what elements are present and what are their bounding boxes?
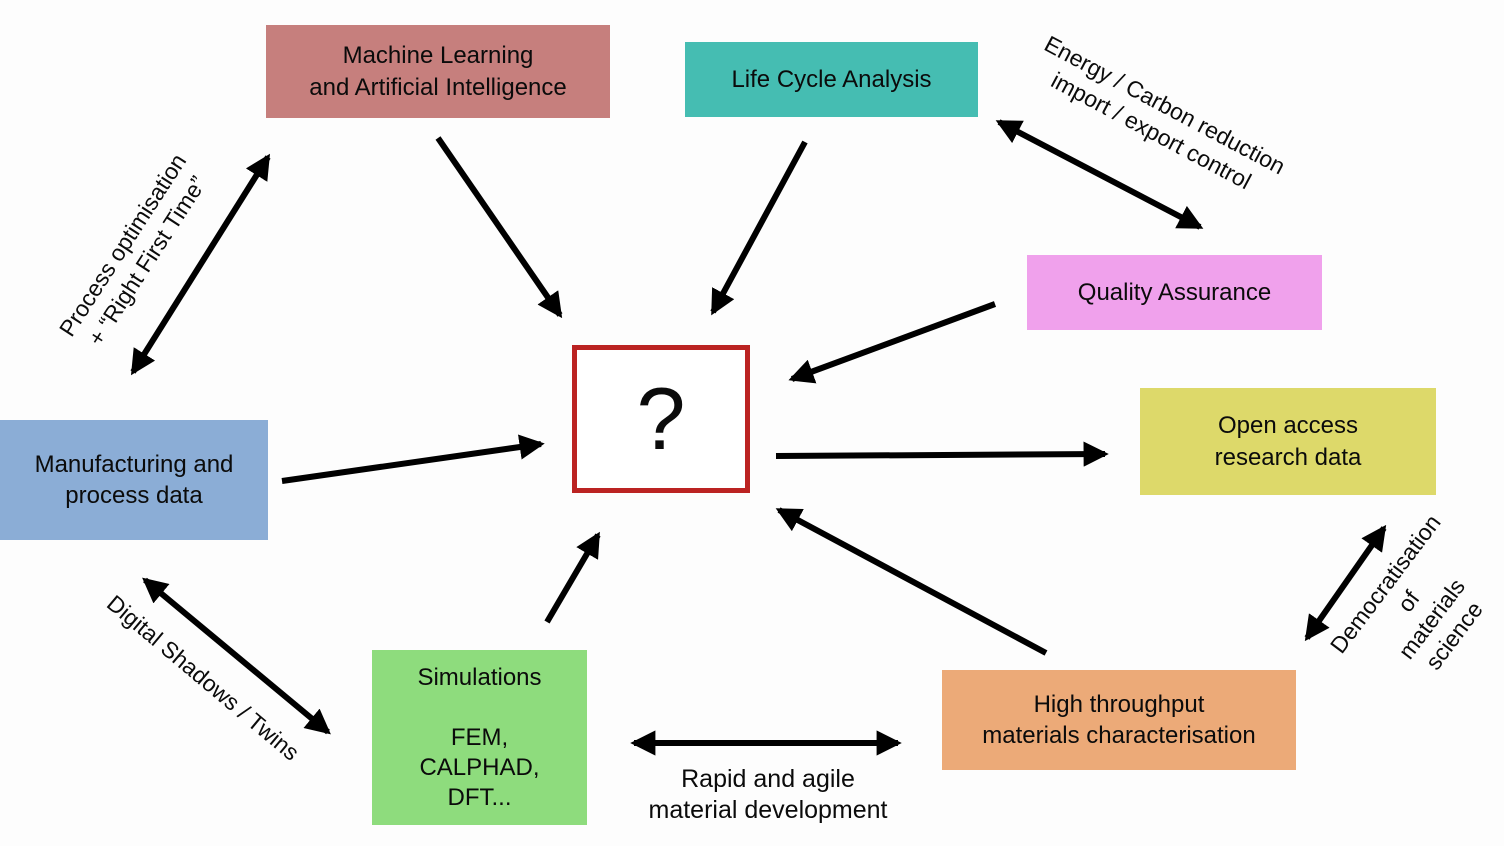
arrow-center-to-open-access <box>775 441 1109 467</box>
arrow-machine-learning-to-center <box>435 136 563 319</box>
arrow-life-cycle-to-center <box>710 140 808 316</box>
edge-label-rapid-agile: Rapid and agile material development <box>648 764 888 824</box>
arrow-simulations-to-center <box>544 531 601 624</box>
arrow-manufacturing-machine-learning <box>130 153 271 376</box>
node-open-access-research-data: Open access research data <box>1140 388 1436 495</box>
node-simulations: Simulations FEM, CALPHAD, DFT... <box>372 650 587 825</box>
node-life-cycle-analysis: Life Cycle Analysis <box>685 42 978 117</box>
center-question-box: ? <box>572 345 750 493</box>
arrow-manufacturing-simulations <box>142 577 331 735</box>
arrow-manufacturing-to-center <box>281 434 545 484</box>
arrow-life-cycle-quality-assurance <box>995 119 1204 230</box>
node-manufacturing-process-data: Manufacturing and process data <box>0 420 268 540</box>
arrow-high-throughput-to-center <box>775 507 1048 656</box>
node-quality-assurance: Quality Assurance <box>1027 255 1322 330</box>
arrow-quality-assurance-to-center <box>788 301 997 384</box>
node-high-throughput-characterisation: High throughput materials characterisati… <box>942 670 1296 770</box>
arrow-open-access-high-throughput <box>1304 524 1387 642</box>
node-machine-learning: Machine Learning and Artificial Intellig… <box>266 25 610 118</box>
